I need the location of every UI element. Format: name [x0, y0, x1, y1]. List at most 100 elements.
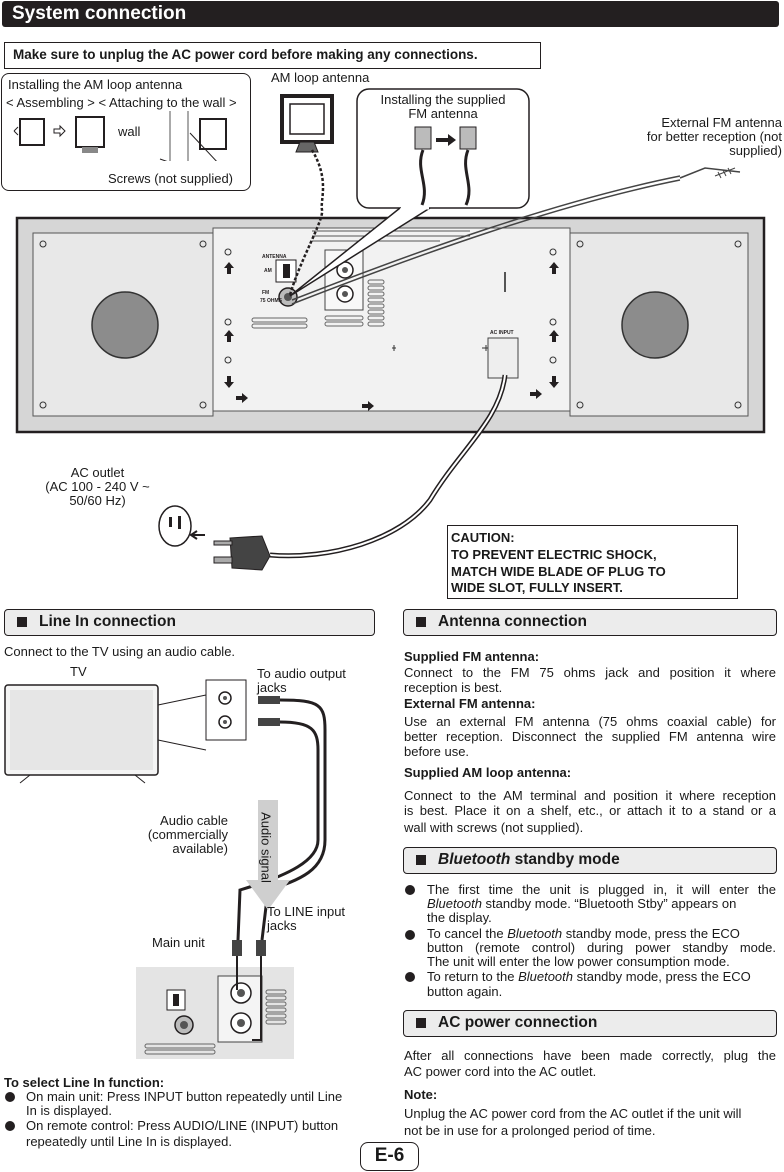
bt-bullet-2a: To cancel the Bluetooth standby mode, pr… — [427, 927, 740, 941]
ext-antenna-text-1: Use an external FM antenna (75 ohms coax… — [404, 714, 776, 729]
audio-cable-label-1: Audio cable — [160, 813, 228, 828]
bullet-icon — [405, 930, 415, 940]
am-antenna-text-3: wall with screws (not supplied). — [404, 820, 584, 835]
line-in-bullet-1b: In is displayed. — [26, 1103, 112, 1118]
page-number-badge: E-6 — [360, 1142, 419, 1171]
bt-bullet-2a-post: standby mode, press the ECO — [562, 926, 740, 941]
bt-bullet-1b: Bluetooth standby mode. “Bluetooth Stby”… — [427, 897, 736, 911]
am-antenna-wire — [288, 149, 325, 296]
section-title-bar: System connection — [2, 1, 779, 27]
am-antenna-text-1: Connect to the AM terminal and position … — [404, 788, 776, 803]
loop-part-icon — [19, 118, 45, 146]
to-line-input-1: To LINE input — [267, 904, 346, 919]
ac-plug-icon — [229, 535, 271, 571]
bluetooth-heading-rest: standby mode — [510, 851, 620, 868]
bluetooth-heading: Bluetooth standby mode — [403, 847, 777, 874]
audio-signal-label: Audio signal — [258, 812, 274, 883]
panel-ac-input-label: AC INPUT — [490, 330, 514, 336]
fm-antenna-tip-icon — [714, 167, 736, 179]
to-audio-output-1: To audio output — [257, 666, 346, 681]
bt-bullet-1b-rest: standby mode. “Bluetooth Stby” appears o… — [481, 896, 737, 911]
bullet-icon — [5, 1092, 15, 1102]
bt-bullet-3b: button again. — [427, 984, 503, 999]
ac-power-heading: AC power connection — [403, 1010, 777, 1037]
screw-icon — [224, 356, 232, 364]
insert-arrow-icon — [189, 530, 205, 540]
down-arrow-icon — [224, 376, 234, 388]
screw-icon — [734, 401, 742, 409]
am-install-inset: Installing the AM loop antenna < Assembl… — [1, 73, 251, 191]
ext-fm-label-2: for better reception (not — [646, 129, 782, 144]
fm-antenna-text-2: reception is best. — [404, 680, 503, 695]
to-line-input-2: jacks — [267, 918, 297, 933]
bt-bullet-1a: The first time the unit is plugged in, i… — [427, 882, 776, 897]
up-arrow-icon — [549, 330, 559, 342]
back-panel-illustration: ANTENNA AM FM 75 OHMS AC INPUT — [15, 88, 766, 571]
screw-icon — [199, 240, 207, 248]
left-speaker-port-icon — [91, 291, 159, 359]
up-arrow-icon — [224, 330, 234, 342]
line-in-intro: Connect to the TV using an audio cable. — [4, 644, 236, 659]
line-in-bullet-2b: repeatedly until Line In is displayed. — [26, 1134, 232, 1149]
screw-icon — [576, 401, 584, 409]
bt-bullet-3a-italic: Bluetooth — [518, 969, 573, 984]
ac-input-socket — [487, 337, 519, 379]
external-fm-cable — [291, 175, 681, 301]
am-loop-antenna-label: AM loop antenna — [271, 70, 370, 85]
fm-inset-title-1: Installing the supplied — [380, 92, 506, 107]
bt-bullet-2a-pre: To cancel the — [427, 926, 508, 941]
caution-line-3: MATCH WIDE BLADE OF PLUG TO — [451, 564, 666, 579]
line-in-illustration — [4, 679, 327, 1059]
screw-icon — [549, 318, 557, 326]
loop-assembled-icon — [75, 116, 105, 148]
fm-install-inset — [356, 88, 530, 209]
ext-antenna-text-2: better reception. Disconnect the supplie… — [404, 729, 776, 744]
down-arrow-icon — [549, 376, 559, 388]
caution-title: CAUTION: — [451, 530, 515, 545]
am-antenna-title: Supplied AM loop antenna: — [404, 765, 572, 780]
screw-icon — [39, 240, 47, 248]
ac-outlet-icon — [158, 505, 192, 547]
up-arrow-icon — [224, 262, 234, 274]
page-title: System connection — [12, 3, 187, 24]
main-unit-label: Main unit — [152, 935, 205, 950]
ac-outlet-label-2: (AC 100 - 240 V ~ — [45, 479, 150, 494]
to-audio-output-2: jacks — [257, 680, 287, 695]
up-arrow-icon — [549, 262, 559, 274]
panel-ohms-label: 75 OHMS — [260, 298, 283, 304]
tv-label: TV — [70, 664, 87, 679]
ext-antenna-text-3: before use. — [404, 744, 470, 759]
screw-icon — [576, 240, 584, 248]
bt-bullet-3a: To return to the Bluetooth standby mode,… — [427, 970, 751, 984]
line-in-bullet-1a: On main unit: Press INPUT button repeate… — [26, 1089, 343, 1104]
bullet-icon — [5, 1121, 15, 1131]
ac-power-heading-text: AC power connection — [438, 1014, 598, 1031]
note-text-2: not be in use for a prolonged period of … — [404, 1123, 656, 1138]
am-antenna-text-2: is best. Place it on a shelf, etc., or a… — [404, 803, 776, 818]
select-line-in-title: To select Line In function: — [4, 1075, 165, 1090]
bt-bullet-3a-pre: To return to the — [427, 969, 519, 984]
am-loop-antenna-icon — [280, 94, 334, 144]
audio-cable-label-3: available) — [172, 841, 228, 856]
fm-antenna-title: Supplied FM antenna: — [404, 649, 540, 664]
bt-bullet-3a-post: standby mode, press the ECO — [573, 969, 751, 984]
line-in-heading: Line In connection — [4, 609, 375, 636]
caution-box: CAUTION: TO PREVENT ELECTRIC SHOCK, MATC… — [447, 525, 738, 599]
line-in-heading-text: Line In connection — [39, 613, 176, 630]
audio-cable-label-2: (commercially — [147, 827, 228, 842]
right-arrow-icon — [362, 401, 374, 411]
unplug-warning-text: Make sure to unplug the AC power cord be… — [13, 47, 478, 62]
panel-am-label: AM — [264, 268, 272, 274]
line-in-bullet-2a: On remote control: Press AUDIO/LINE (INP… — [26, 1118, 339, 1133]
bt-bullet-2c: The unit will enter the low power consum… — [427, 954, 730, 969]
audio-signal-arrow-icon — [246, 800, 290, 910]
screw-icon — [224, 248, 232, 256]
ac-power-text-1: After all connections have been made cor… — [404, 1048, 776, 1063]
right-arrow-icon — [530, 389, 542, 399]
caution-line-2: TO PREVENT ELECTRIC SHOCK, — [451, 547, 657, 562]
screw-icon — [224, 318, 232, 326]
ext-fm-label-3: supplied) — [729, 143, 782, 158]
bullet-icon — [405, 885, 415, 895]
screw-icon — [549, 248, 557, 256]
am-inset-steps: < Assembling > < Attaching to the wall > — [6, 95, 237, 110]
